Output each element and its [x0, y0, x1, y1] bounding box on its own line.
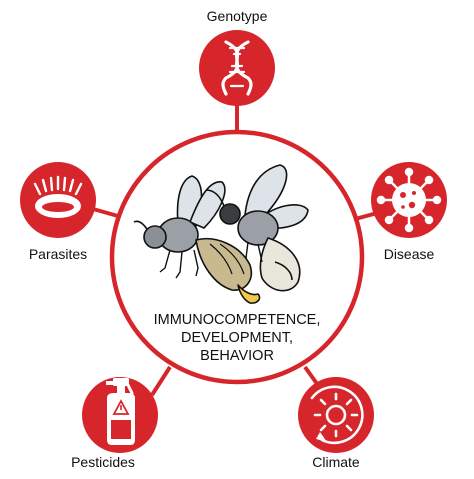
mating-bees-illustration: [133, 164, 309, 304]
sun-cycle-icon: [310, 385, 364, 445]
parasites-node: [20, 162, 96, 238]
center-caption-line-3: BEHAVIOR: [200, 348, 274, 364]
disease-label: Disease: [383, 246, 435, 262]
genotype-label: Genotype: [206, 8, 268, 24]
pesticides-node: [82, 377, 158, 453]
disease-node: [371, 162, 447, 238]
climate-node: [298, 377, 374, 453]
center-caption: IMMUNOCOMPETENCE, DEVELOPMENT, BEHAVIOR: [154, 311, 321, 365]
genotype-node: [199, 30, 275, 106]
spray-bottle-icon: [106, 378, 135, 445]
center-caption-line-2: DEVELOPMENT,: [181, 330, 293, 346]
parasites-label: Parasites: [28, 246, 88, 262]
dna-icon: [221, 40, 253, 96]
mite-icon: [33, 175, 83, 218]
center-caption-line-1: IMMUNOCOMPETENCE,: [153, 312, 321, 328]
pesticides-label: Pesticides: [71, 454, 135, 470]
virus-icon: [376, 167, 442, 233]
climate-label: Climate: [312, 454, 360, 470]
